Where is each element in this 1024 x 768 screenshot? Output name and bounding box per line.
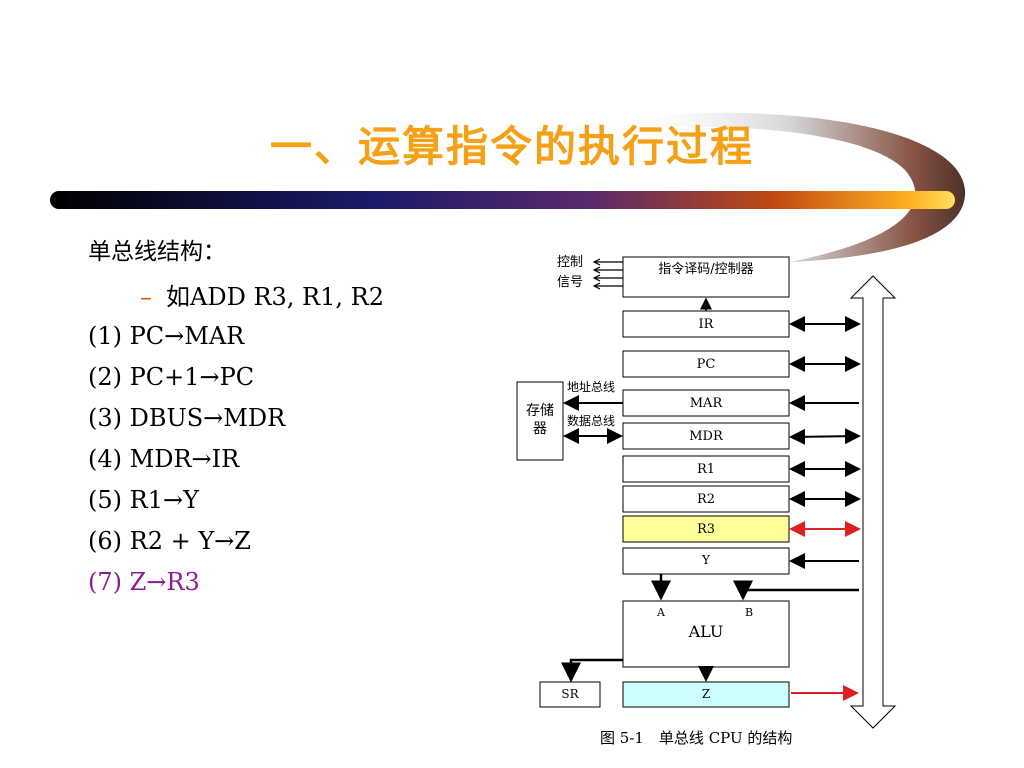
sr-box bbox=[539, 681, 601, 708]
step-7: (7) Z→R3 bbox=[88, 568, 200, 596]
alu-b-label: B bbox=[745, 606, 753, 619]
y-label: Y bbox=[701, 553, 711, 567]
example-text: 如ADD R3, R1, R2 bbox=[166, 283, 384, 311]
r2-box bbox=[622, 485, 790, 513]
decoder-label: 指令译码/控制器 bbox=[658, 262, 753, 277]
alu-to-sr-arrow bbox=[561, 658, 623, 683]
z-box bbox=[622, 681, 790, 708]
control-label-line1: 控制 bbox=[557, 255, 583, 270]
r1-box bbox=[622, 455, 790, 483]
r3-label: R3 bbox=[697, 522, 715, 537]
r1-label: R1 bbox=[697, 462, 715, 477]
dash-bullet: – bbox=[140, 283, 152, 311]
bus-to-alu-b-arrow bbox=[733, 580, 859, 601]
example-line: –如ADD R3, R1, R2 bbox=[140, 277, 384, 312]
control-label-line2: 信号 bbox=[557, 275, 583, 290]
memory-box bbox=[516, 381, 564, 461]
memory-label-line1: 存储 bbox=[526, 403, 554, 419]
pc-label: PC bbox=[697, 357, 716, 372]
ir-box bbox=[622, 310, 790, 338]
memory-label-line2: 器 bbox=[533, 421, 547, 437]
z-label: Z bbox=[702, 687, 710, 701]
mar-label: MAR bbox=[690, 396, 724, 411]
step-3: (3) DBUS→MDR bbox=[88, 404, 286, 432]
step-4: (4) MDR→IR bbox=[88, 445, 240, 473]
register-bus-connections bbox=[789, 316, 861, 569]
single-bus-cpu-diagram: 控制 信号 指令译码/控制器 IR PC MAR MDR R1 R2 R3 Y … bbox=[516, 255, 897, 729]
title-bar bbox=[50, 191, 955, 209]
mdr-label: MDR bbox=[689, 429, 724, 444]
swoosh-shape bbox=[620, 112, 966, 263]
ir-label: IR bbox=[699, 317, 715, 332]
address-bus-label: 地址总线 bbox=[567, 380, 615, 394]
system-bus-arrow bbox=[849, 275, 897, 729]
sr-label: SR bbox=[561, 687, 579, 701]
page-title: 一、运算指令的执行过程 bbox=[269, 122, 754, 171]
y-box bbox=[622, 547, 790, 575]
pc-box bbox=[622, 350, 790, 378]
r2-label: R2 bbox=[697, 492, 715, 507]
r3-box bbox=[622, 515, 790, 543]
step-2: (2) PC+1→PC bbox=[88, 363, 255, 391]
diagram-caption: 图 5-1 单总线 CPU 的结构 bbox=[600, 729, 793, 747]
alu-a-label: A bbox=[656, 606, 666, 619]
step-1: (1) PC→MAR bbox=[88, 322, 245, 350]
alu-label: ALU bbox=[688, 622, 724, 641]
step-6: (6) R2 + Y→Z bbox=[88, 527, 251, 555]
mar-box bbox=[622, 389, 790, 417]
decoder-box bbox=[622, 256, 790, 298]
mdr-box bbox=[622, 422, 790, 450]
step-5: (5) R1→Y bbox=[88, 486, 199, 514]
control-signal-arrows bbox=[592, 258, 623, 290]
data-bus-label: 数据总线 bbox=[567, 413, 615, 428]
body-heading: 单总线结构： bbox=[88, 239, 226, 265]
alu-box bbox=[622, 600, 790, 668]
